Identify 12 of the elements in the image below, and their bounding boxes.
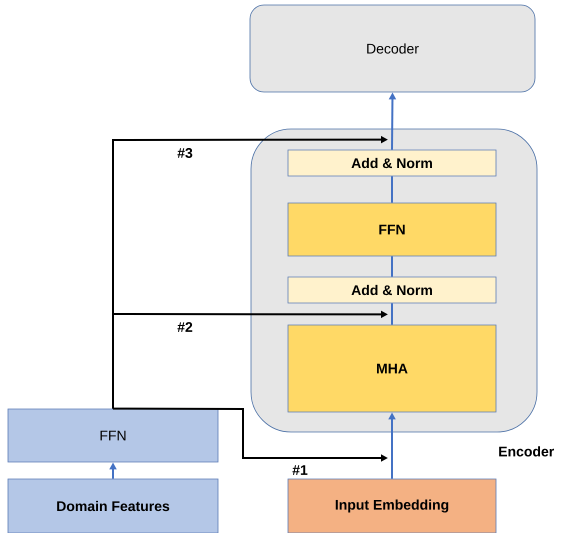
edge-label: #2 [177,322,192,332]
layer-box: Add & Norm [288,150,496,176]
input-box: Domain Features [8,478,218,533]
edge-label: #3 [177,148,192,158]
layer-box: Add & Norm [288,276,496,304]
process-box: FFN [8,408,218,462]
input-box: Input Embedding [288,478,496,533]
layer-box: FFN [288,202,496,256]
edge-label: #1 [292,465,308,475]
decoder-box: Decoder [250,4,536,92]
node-label: Encoder [499,446,554,456]
layer-box: MHA [288,324,496,412]
